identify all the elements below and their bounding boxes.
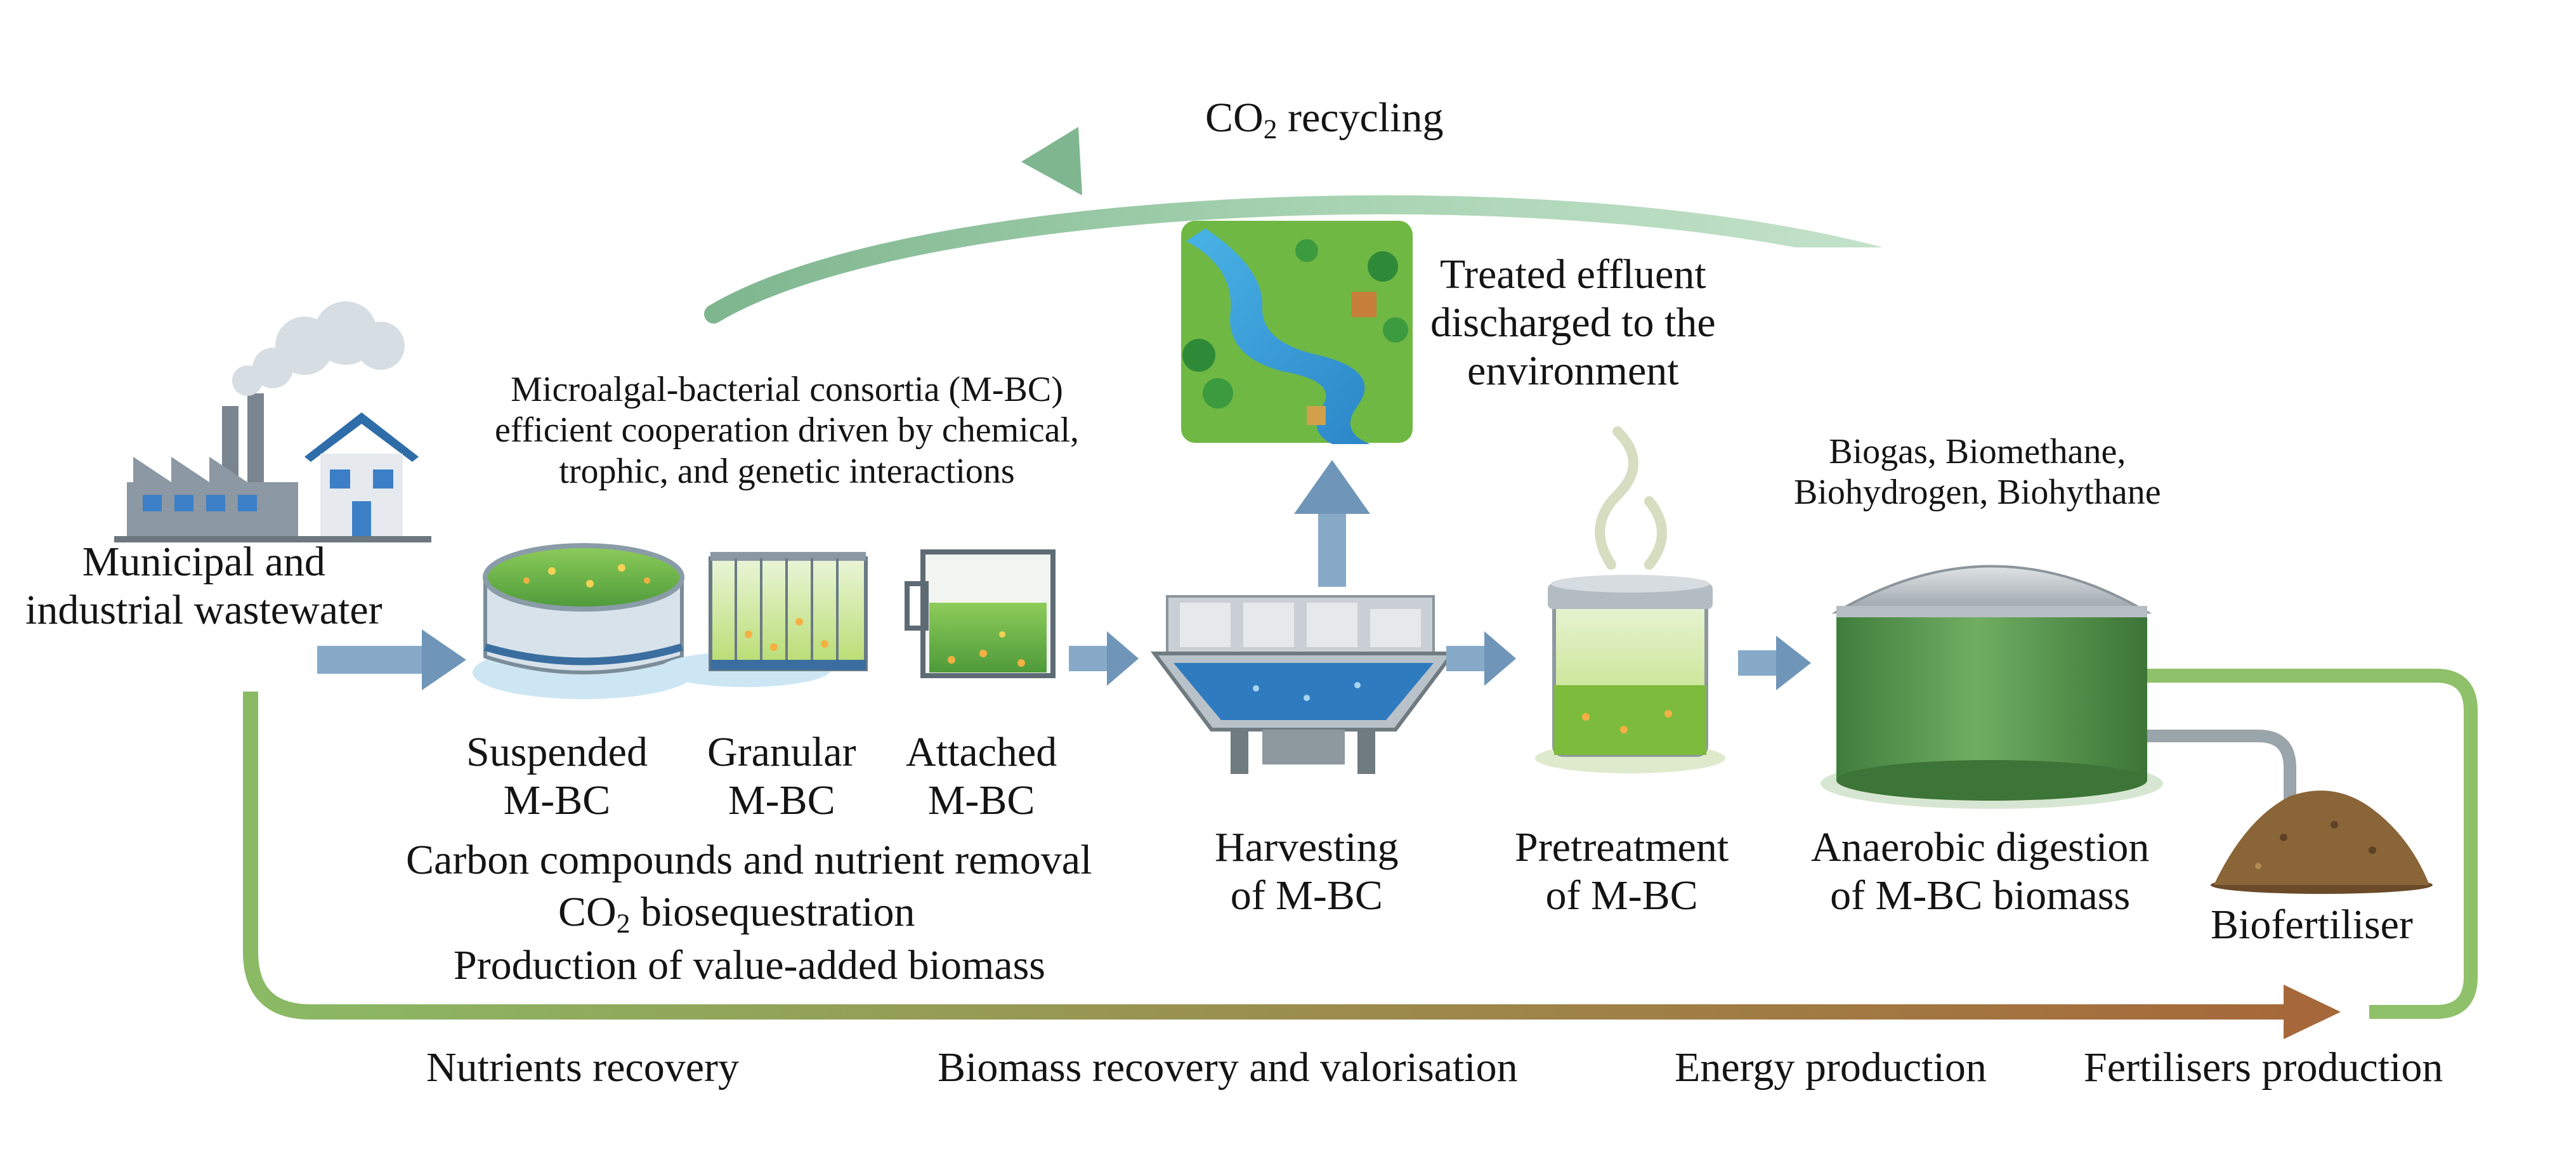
biogas-label: Biogas, Biomethane, Biohydrogen, Biohyth… bbox=[1794, 432, 2161, 513]
co2-recycle-arrow bbox=[704, 127, 1944, 324]
pretreatment-label: Pretreatment of M-BC bbox=[1515, 824, 1729, 919]
treated-effluent-label: Treated effluent discharged to the envir… bbox=[1430, 251, 1716, 394]
carbon-removal-label: Carbon compounds and nutrient removal bbox=[406, 837, 1092, 883]
digester-side-pipe bbox=[2119, 730, 2296, 799]
wastewater-label: Municipal and industrial wastewater bbox=[25, 539, 382, 633]
stage-nutrients-recovery: Nutrients recovery bbox=[426, 1044, 739, 1091]
factory-icon bbox=[114, 393, 431, 542]
stage-fertilisers-production: Fertilisers production bbox=[2084, 1044, 2443, 1091]
inflow-arrow bbox=[317, 629, 466, 690]
co2-biosequestration-label: CO2 biosequestration bbox=[558, 889, 915, 939]
pretreatment-vessel-icon bbox=[1535, 575, 1725, 773]
house-icon bbox=[304, 412, 419, 536]
stage-biomass-recovery: Biomass recovery and valorisation bbox=[938, 1044, 1518, 1091]
production-label: Production of value-added biomass bbox=[454, 942, 1045, 988]
stage-energy-production: Energy production bbox=[1675, 1044, 1987, 1091]
suspended-mbc-label: Suspended M-BC bbox=[466, 729, 648, 823]
suspended-reactor-icon bbox=[473, 543, 695, 699]
anaerobic-digester-icon bbox=[1821, 565, 2163, 809]
granular-reactor-icon bbox=[660, 552, 868, 687]
compost-pile-icon bbox=[2211, 790, 2433, 894]
river-landscape-icon bbox=[1181, 221, 1413, 444]
smoke-cloud-icon bbox=[232, 301, 405, 396]
biogas-label-box bbox=[1720, 247, 2251, 538]
harvesting-clarifier-icon bbox=[1151, 595, 1456, 774]
effluent-up-arrow bbox=[1294, 460, 1370, 587]
attached-mbc-label: Attached M-BC bbox=[906, 729, 1057, 823]
flow-arrow-1 bbox=[1069, 631, 1139, 686]
recovery-flow-arrow bbox=[243, 692, 2341, 1039]
harvesting-label: Harvesting of M-BC bbox=[1215, 824, 1399, 919]
biofertiliser-label: Biofertiliser bbox=[2211, 902, 2413, 948]
steam-icon bbox=[1595, 426, 1667, 570]
flow-arrow-3 bbox=[1738, 636, 1811, 690]
granular-mbc-label: Granular M-BC bbox=[707, 729, 856, 823]
co2-recycling-label: CO2 recycling bbox=[1205, 95, 1444, 145]
anaerobic-digestion-label: Anaerobic digestion of M-BC biomass bbox=[1811, 824, 2150, 919]
digester-outflow-pipe bbox=[2138, 669, 2478, 1019]
flow-arrow-2 bbox=[1446, 631, 1516, 686]
mbc-intro-label: Microalgal-bacterial consortia (M-BC) ef… bbox=[495, 370, 1080, 491]
attached-reactor-icon bbox=[905, 549, 1056, 678]
